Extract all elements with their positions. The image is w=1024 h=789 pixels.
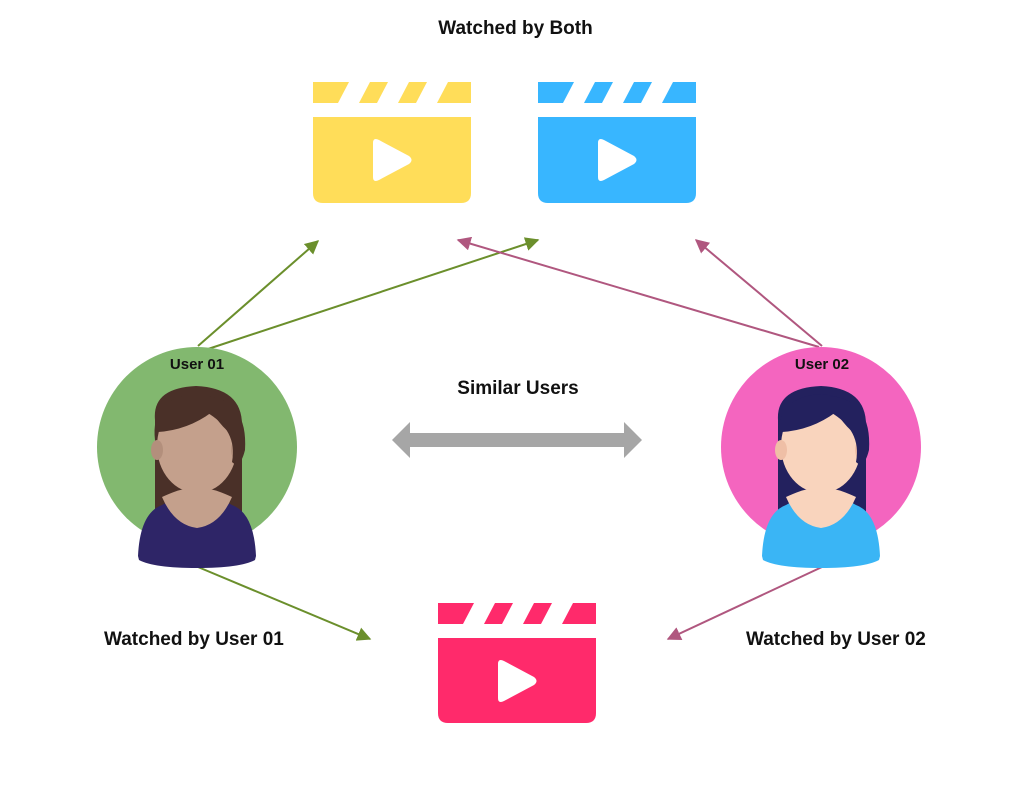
red-clapper-icon [438, 603, 596, 723]
user2-to-yellow-arrow [456, 236, 820, 348]
user1-to-yellow-arrow [197, 240, 320, 347]
user2-to-red-arrow [666, 566, 823, 641]
play-icon [598, 139, 637, 181]
user1-to-blue-arrow [204, 237, 540, 351]
user2-avatar [721, 347, 921, 568]
watched-by-user1-label: Watched by User 01 [104, 629, 284, 650]
yellow-clapper-icon [313, 82, 471, 203]
user2-name-label: User 02 [794, 356, 850, 373]
similar-users-label: Similar Users [457, 378, 579, 399]
user1-name-label: User 01 [169, 356, 225, 373]
user1-avatar [97, 347, 297, 568]
user2-to-blue-arrow [694, 239, 823, 347]
watched-by-both-label: Watched by Both [438, 18, 593, 39]
blue-clapper-icon [538, 82, 696, 203]
double-arrow-icon [392, 422, 642, 458]
watched-by-user2-label: Watched by User 02 [746, 629, 926, 650]
play-icon [498, 660, 537, 702]
play-icon [373, 139, 412, 181]
user1-to-red-arrow [197, 566, 372, 641]
